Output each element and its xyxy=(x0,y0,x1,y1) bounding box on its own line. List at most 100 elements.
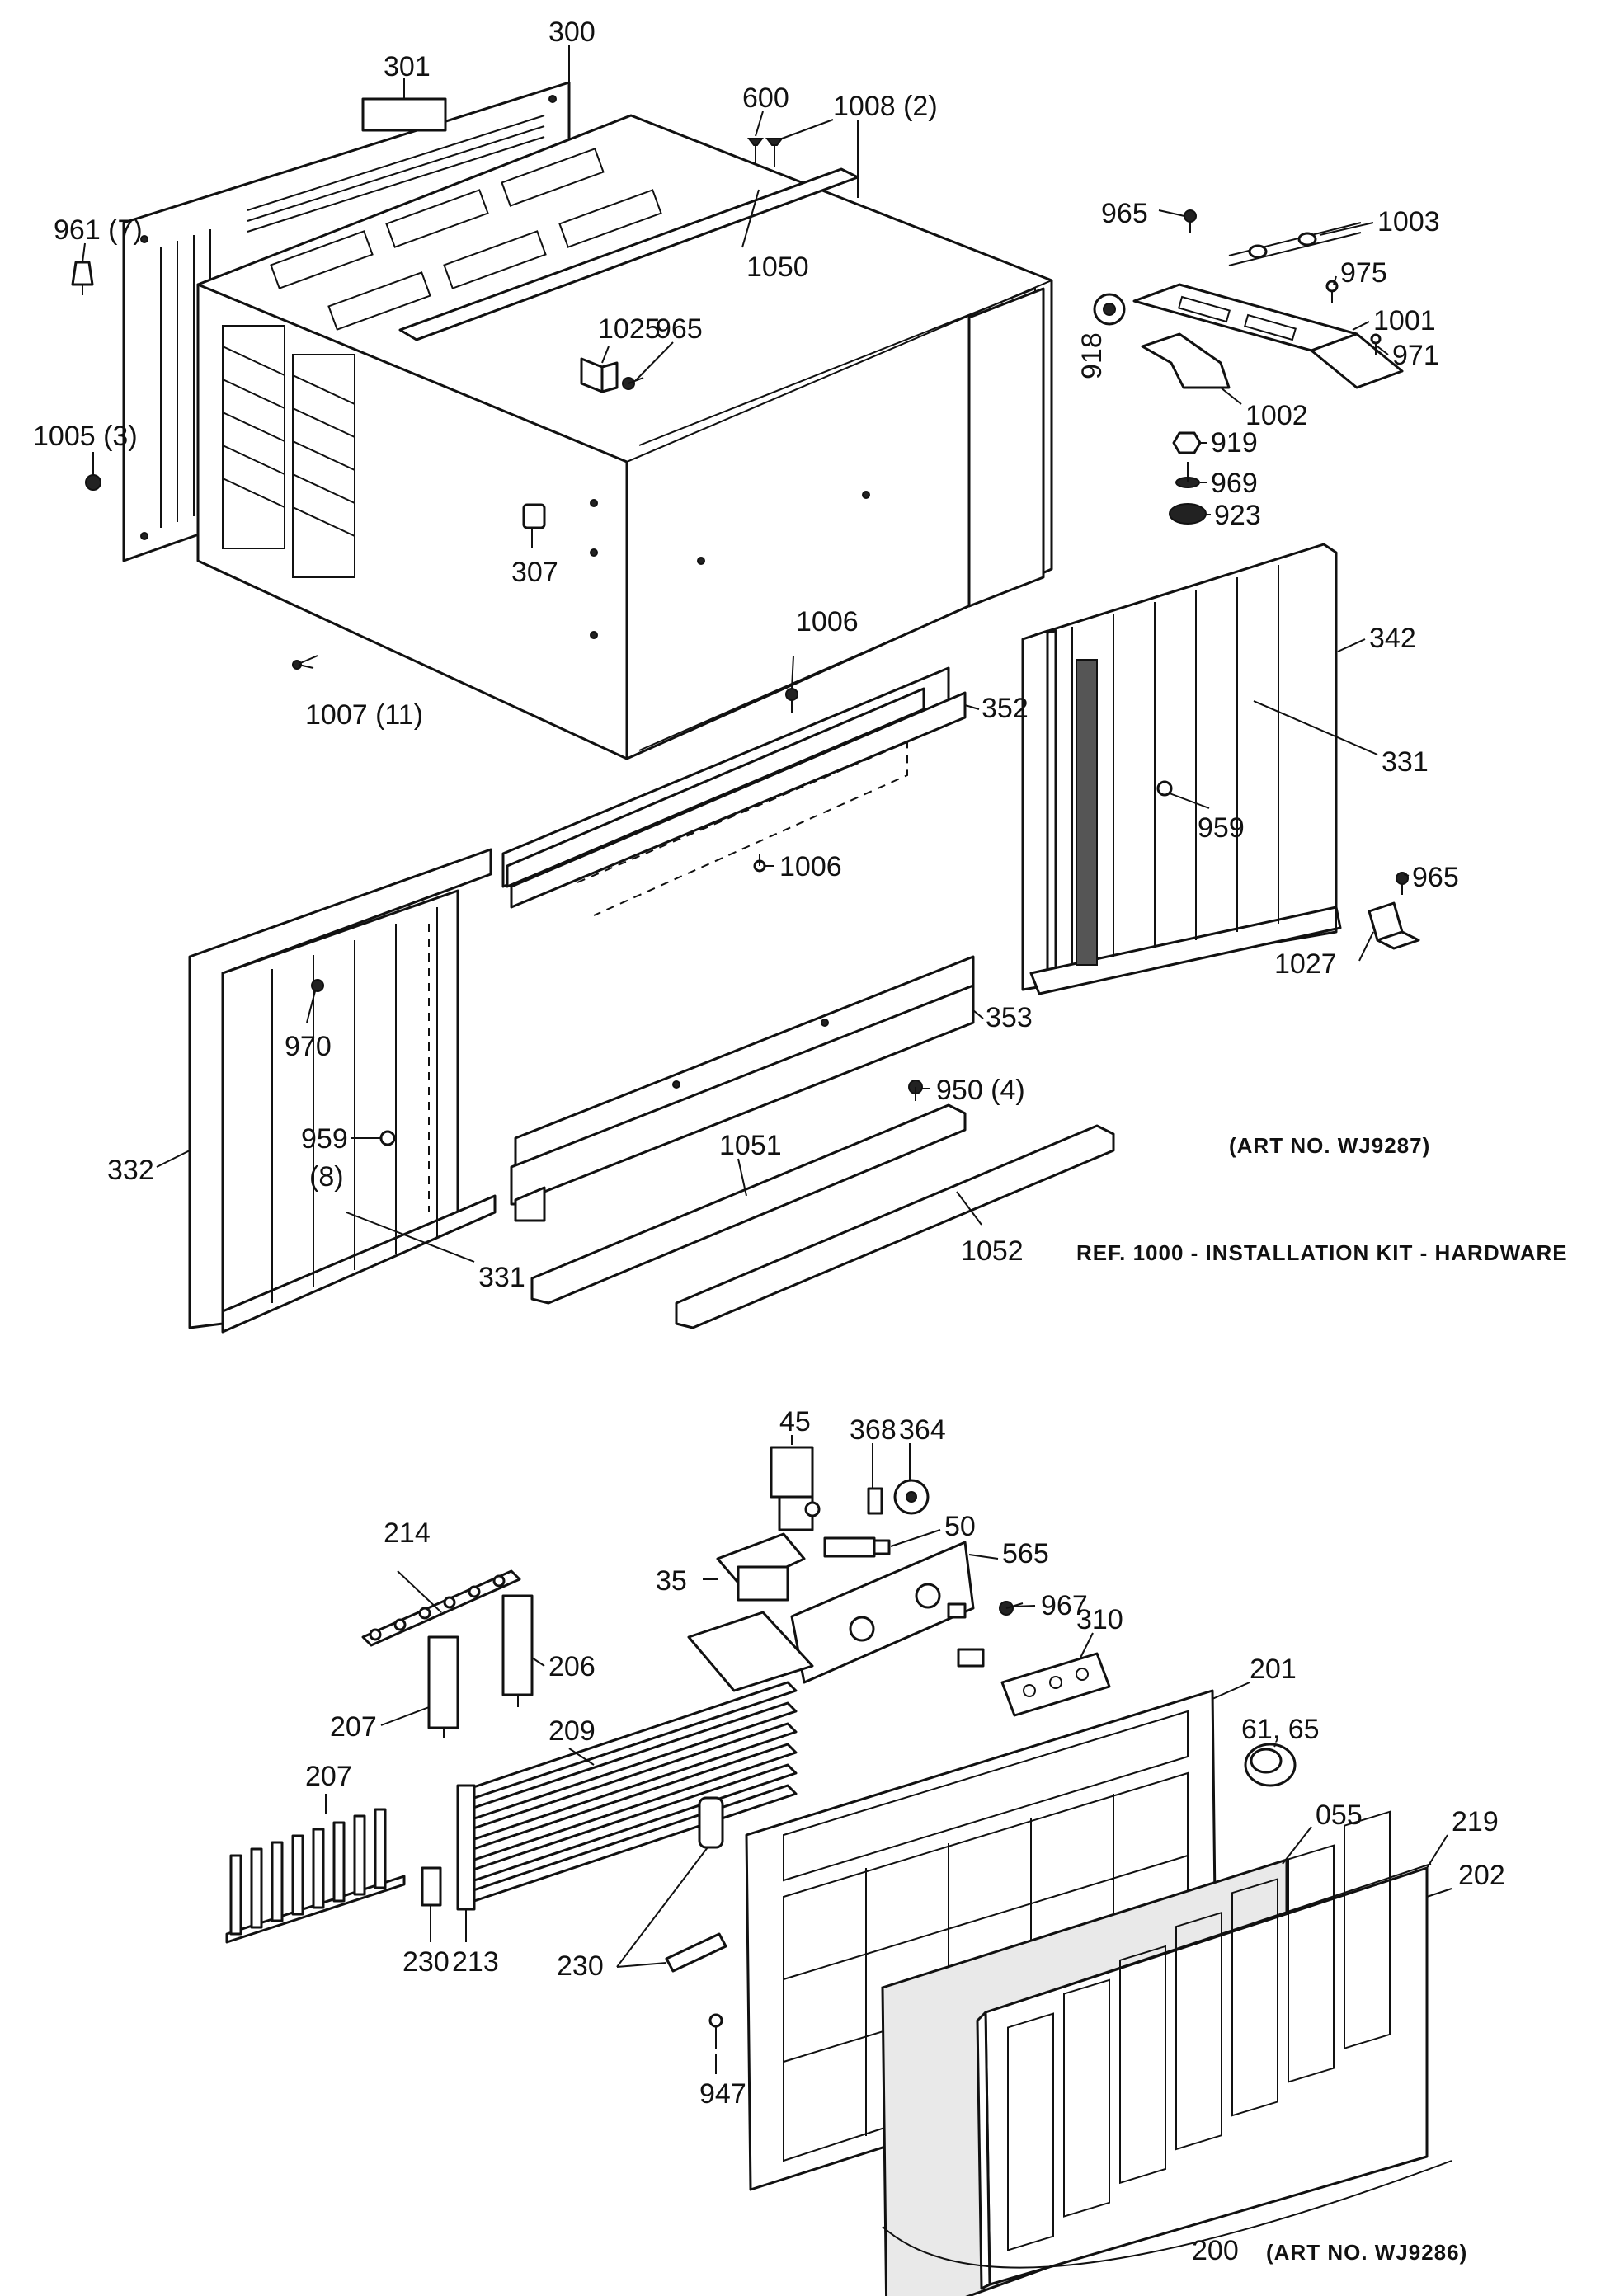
part-230-clip-a xyxy=(421,1866,442,1907)
part-923-washer xyxy=(1169,503,1207,525)
label-368: 368 xyxy=(850,1414,897,1446)
part-310-nameplate xyxy=(1000,1652,1111,1717)
part-301-label-plate xyxy=(361,97,447,132)
label-35: 35 xyxy=(656,1565,687,1597)
label-965-b: 965 xyxy=(656,313,703,345)
front-grille-panels xyxy=(1007,1810,1391,2251)
label-969: 969 xyxy=(1211,468,1258,499)
cabinet-side-louvers xyxy=(222,325,355,578)
part-965-screw-top xyxy=(1184,209,1197,233)
label-961: 961 (7) xyxy=(54,214,143,246)
label-207-b: 207 xyxy=(305,1761,352,1792)
part-1003-rod xyxy=(1228,222,1362,266)
part-364-thermostat xyxy=(893,1479,930,1515)
label-1025: 1025 xyxy=(598,313,661,345)
label-055: 055 xyxy=(1316,1800,1363,1831)
label-965-a: 965 xyxy=(1101,198,1148,229)
part-918-nut xyxy=(1093,293,1126,326)
label-947: 947 xyxy=(699,2078,746,2110)
part-45-switch xyxy=(770,1446,821,1531)
note-installation-kit: REF. 1000 - INSTALLATION KIT - HARDWARE xyxy=(1076,1240,1568,1265)
part-600-screw xyxy=(747,138,764,165)
label-364: 364 xyxy=(899,1414,946,1446)
label-331-b: 331 xyxy=(478,1262,525,1293)
label-209: 209 xyxy=(548,1715,596,1747)
label-1005: 1005 (3) xyxy=(33,421,138,452)
label-202: 202 xyxy=(1458,1860,1505,1891)
label-201: 201 xyxy=(1250,1654,1297,1685)
part-207-vane-set xyxy=(225,1808,406,1944)
part-353-lower-channel xyxy=(510,955,975,1222)
label-923: 923 xyxy=(1214,500,1261,531)
part-230-clip-b xyxy=(665,1796,727,1973)
label-213: 213 xyxy=(452,1946,499,1978)
part-labels: 300 301 600 1008 (2) 961 (7) 1050 965 10… xyxy=(33,16,1568,2266)
part-368-capacitor xyxy=(867,1464,883,1515)
part-975-screw xyxy=(1325,280,1339,303)
leader-lines xyxy=(82,45,1452,2074)
part-202-front-grille xyxy=(976,1810,1432,2290)
part-965-screw-c xyxy=(1396,872,1409,895)
part-206-vane xyxy=(501,1594,534,1707)
part-1006-screw-a xyxy=(785,688,798,713)
label-353: 353 xyxy=(986,1002,1033,1033)
label-61-65: 61, 65 xyxy=(1241,1714,1320,1745)
part-1002-bracket xyxy=(1141,332,1231,389)
part-214-bar xyxy=(361,1569,521,1647)
part-332-left-side-curtain xyxy=(188,848,497,1334)
control-knob-plate xyxy=(957,1648,985,1668)
label-959-a: 959 xyxy=(1198,812,1245,844)
label-301: 301 xyxy=(384,51,431,82)
label-310: 310 xyxy=(1076,1604,1123,1635)
label-959-b: 959 xyxy=(301,1123,348,1155)
part-342-right-side-curtain xyxy=(1021,543,1342,995)
label-1002: 1002 xyxy=(1245,400,1308,431)
label-970: 970 xyxy=(285,1031,332,1062)
part-352-upper-channel xyxy=(501,666,967,916)
part-1025-bracket xyxy=(580,357,619,393)
part-565-control-panel xyxy=(790,1541,975,1684)
label-206: 206 xyxy=(548,1651,596,1682)
label-600: 600 xyxy=(742,82,789,114)
label-332: 332 xyxy=(107,1155,154,1186)
label-1008: 1008 (2) xyxy=(833,91,938,122)
part-1052-strip xyxy=(675,1124,1115,1329)
label-45: 45 xyxy=(779,1406,811,1437)
part-600-cabinet xyxy=(196,114,1053,760)
note-art-top: (ART NO. WJ9287) xyxy=(1229,1133,1430,1158)
label-1050: 1050 xyxy=(746,252,809,283)
label-967: 967 xyxy=(1041,1590,1088,1621)
part-207-vane-a xyxy=(427,1635,459,1738)
label-959-b-qty: (8) xyxy=(309,1161,344,1193)
part-950-screw xyxy=(908,1080,923,1101)
part-959-screw-a xyxy=(1156,780,1173,797)
part-1005-grommet xyxy=(85,474,101,491)
label-971: 971 xyxy=(1392,340,1439,371)
note-art-bottom: (ART NO. WJ9286) xyxy=(1266,2240,1467,2265)
label-975: 975 xyxy=(1340,257,1387,289)
part-947-screw xyxy=(708,2013,723,2049)
label-50: 50 xyxy=(944,1511,976,1542)
part-50-switch xyxy=(823,1536,891,1558)
label-919: 919 xyxy=(1211,427,1258,459)
part-35-switch xyxy=(716,1532,806,1602)
label-1006-a: 1006 xyxy=(796,606,859,638)
left-curtain-pleats xyxy=(271,907,438,1303)
control-panel-shield xyxy=(687,1611,814,1692)
part-961-screw xyxy=(71,261,94,295)
cabinet-inner-right-wall xyxy=(967,287,1045,608)
label-331-a: 331 xyxy=(1382,746,1429,778)
label-1003: 1003 xyxy=(1377,206,1440,238)
part-1006-screw-b xyxy=(753,854,766,873)
label-1027: 1027 xyxy=(1274,948,1337,980)
right-curtain-pleats xyxy=(1071,565,1279,965)
label-342: 342 xyxy=(1369,623,1416,654)
part-959-screw-b xyxy=(379,1130,396,1146)
part-967-screw xyxy=(999,1601,1024,1616)
label-965-c: 965 xyxy=(1412,862,1459,893)
label-1006-b: 1006 xyxy=(779,851,842,882)
label-214: 214 xyxy=(384,1517,431,1549)
cabinet-top-louvers xyxy=(270,148,662,331)
part-970-screw xyxy=(311,979,324,992)
